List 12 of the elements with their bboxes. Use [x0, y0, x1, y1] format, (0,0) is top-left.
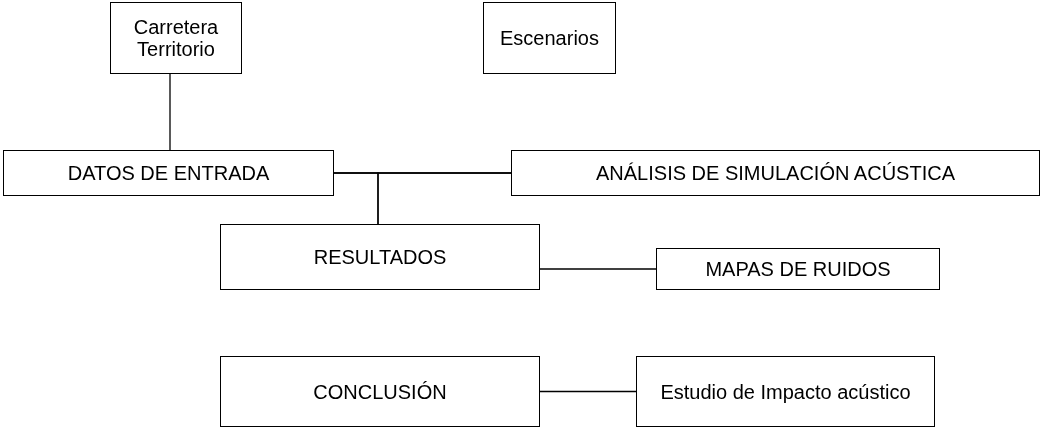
process-box: CONCLUSIÓN — [220, 356, 540, 427]
process-box: DATOS DE ENTRADA — [3, 150, 334, 196]
process-box: RESULTADOS — [220, 224, 540, 290]
connector-line — [539, 390, 637, 393]
connector-line — [377, 172, 512, 225]
connector-line — [539, 268, 657, 270]
connector-line — [169, 73, 171, 151]
process-box: Carretera Territorio — [110, 2, 242, 74]
process-box: Estudio de Impacto acústico — [636, 356, 935, 427]
process-box: Escenarios — [483, 2, 616, 74]
process-box: ANÁLISIS DE SIMULACIÓN ACÚSTICA — [511, 150, 1040, 196]
process-box: MAPAS DE RUIDOS — [656, 248, 940, 290]
